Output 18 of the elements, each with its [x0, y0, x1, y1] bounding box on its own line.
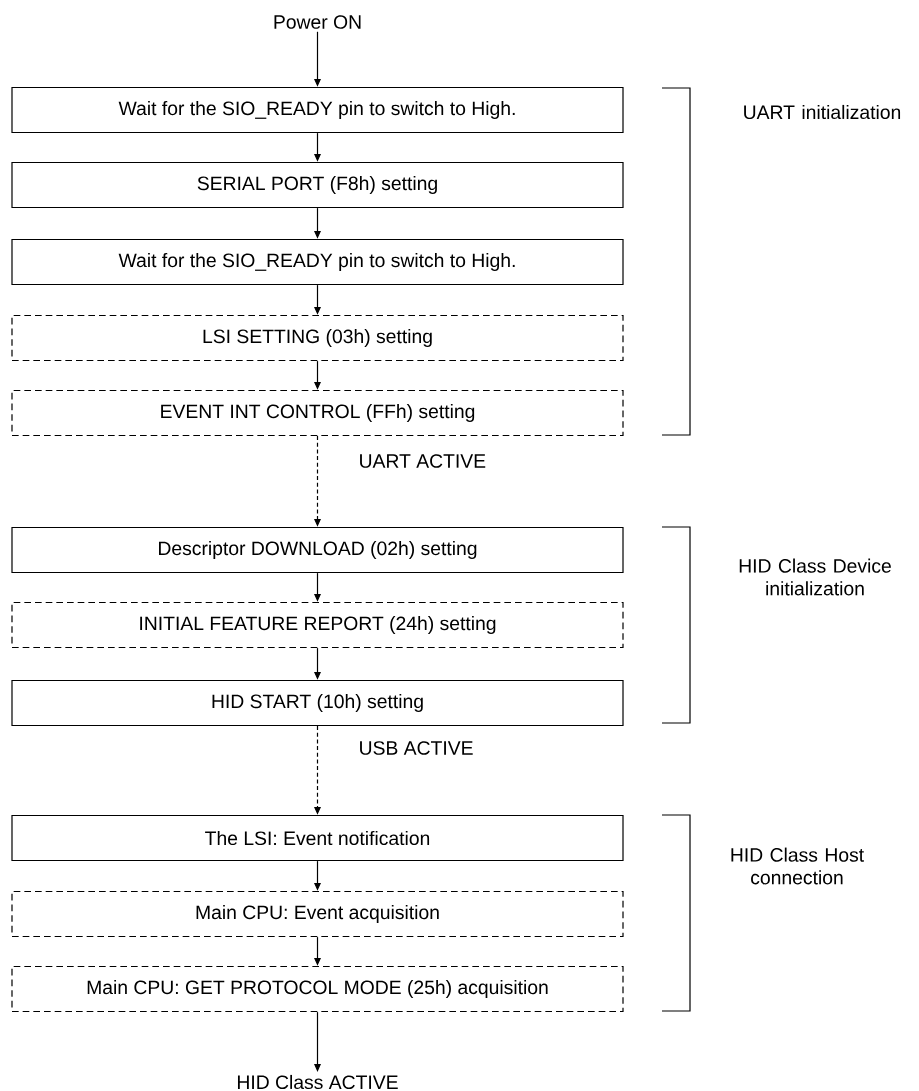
group-label: UART initialization — [744, 104, 901, 120]
process-box: Descriptor DOWNLOAD (02h) setting — [11, 526, 624, 574]
process-box: Wait for the SIO_READY pin to switch to High. — [11, 238, 624, 286]
process-box: HID START (10h) setting — [11, 679, 624, 727]
state-label: Power ON — [274, 15, 361, 29]
process-box: SERIAL PORT (F8h) setting — [11, 161, 624, 209]
group-label: HID Class Host connection — [731, 847, 864, 885]
process-box: The LSI: Event notification — [11, 814, 624, 862]
process-box: EVENT INT CONTROL (FFh) setting — [11, 389, 624, 437]
state-label: HID Class ACTIVE — [238, 1074, 398, 1090]
process-box: LSI SETTING (03h) setting — [11, 314, 624, 362]
process-box: Main CPU: Event acquisition — [11, 890, 624, 938]
group-label: HID Class Device initialization — [739, 558, 891, 596]
process-box: Wait for the SIO_READY pin to switch to High. — [11, 86, 624, 134]
process-box: INITIAL FEATURE REPORT (24h) setting — [11, 601, 624, 649]
process-box: Main CPU: GET PROTOCOL MODE (25h) acquisition — [11, 965, 624, 1013]
edge-label: USB ACTIVE — [360, 741, 473, 755]
edge-label: UART ACTIVE — [360, 454, 486, 468]
